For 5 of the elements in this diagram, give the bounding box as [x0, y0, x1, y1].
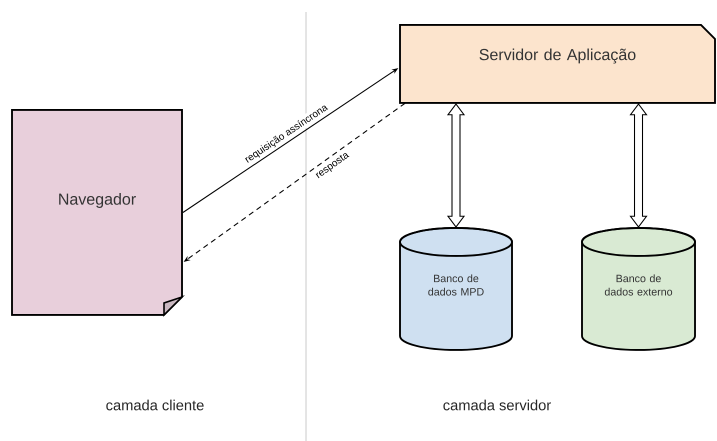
layer-label: camada servidor: [443, 400, 551, 410]
database-cylinder: Banco de dados MPD: [399, 227, 513, 351]
database-cylinder: Banco de dados externo: [581, 227, 696, 351]
layer-label: camada cliente: [106, 400, 204, 410]
server-box: Servidor de Aplicação: [399, 24, 716, 104]
